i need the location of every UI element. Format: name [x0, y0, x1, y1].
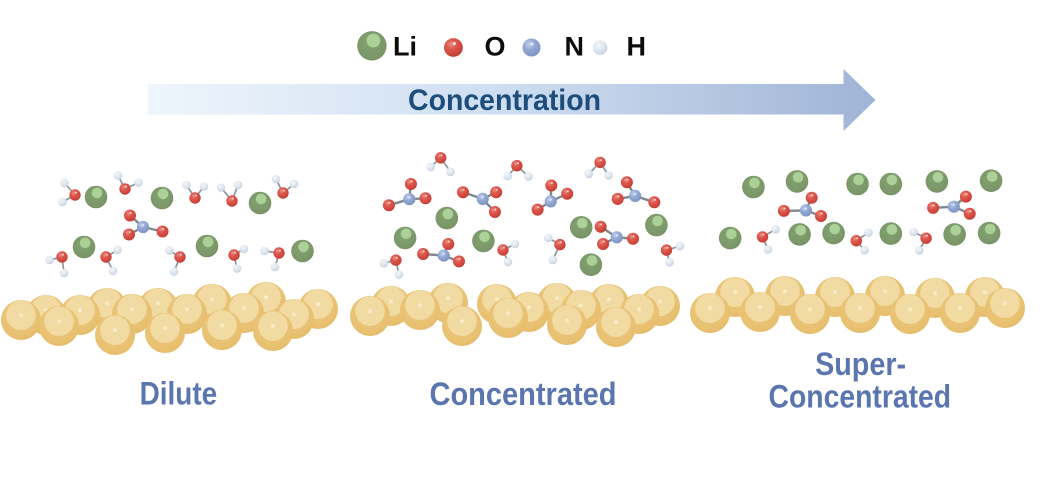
svg-text:Dilute: Dilute	[140, 376, 218, 412]
svg-text:O: O	[485, 32, 506, 62]
svg-text:Concentrated: Concentrated	[430, 376, 617, 412]
svg-text:Concentrated: Concentrated	[769, 378, 952, 414]
svg-text:Li: Li	[393, 32, 417, 62]
svg-text:N: N	[565, 32, 585, 62]
svg-text:H: H	[627, 32, 647, 62]
svg-text:Super-: Super-	[815, 346, 906, 382]
svg-text:Concentration: Concentration	[408, 84, 601, 117]
